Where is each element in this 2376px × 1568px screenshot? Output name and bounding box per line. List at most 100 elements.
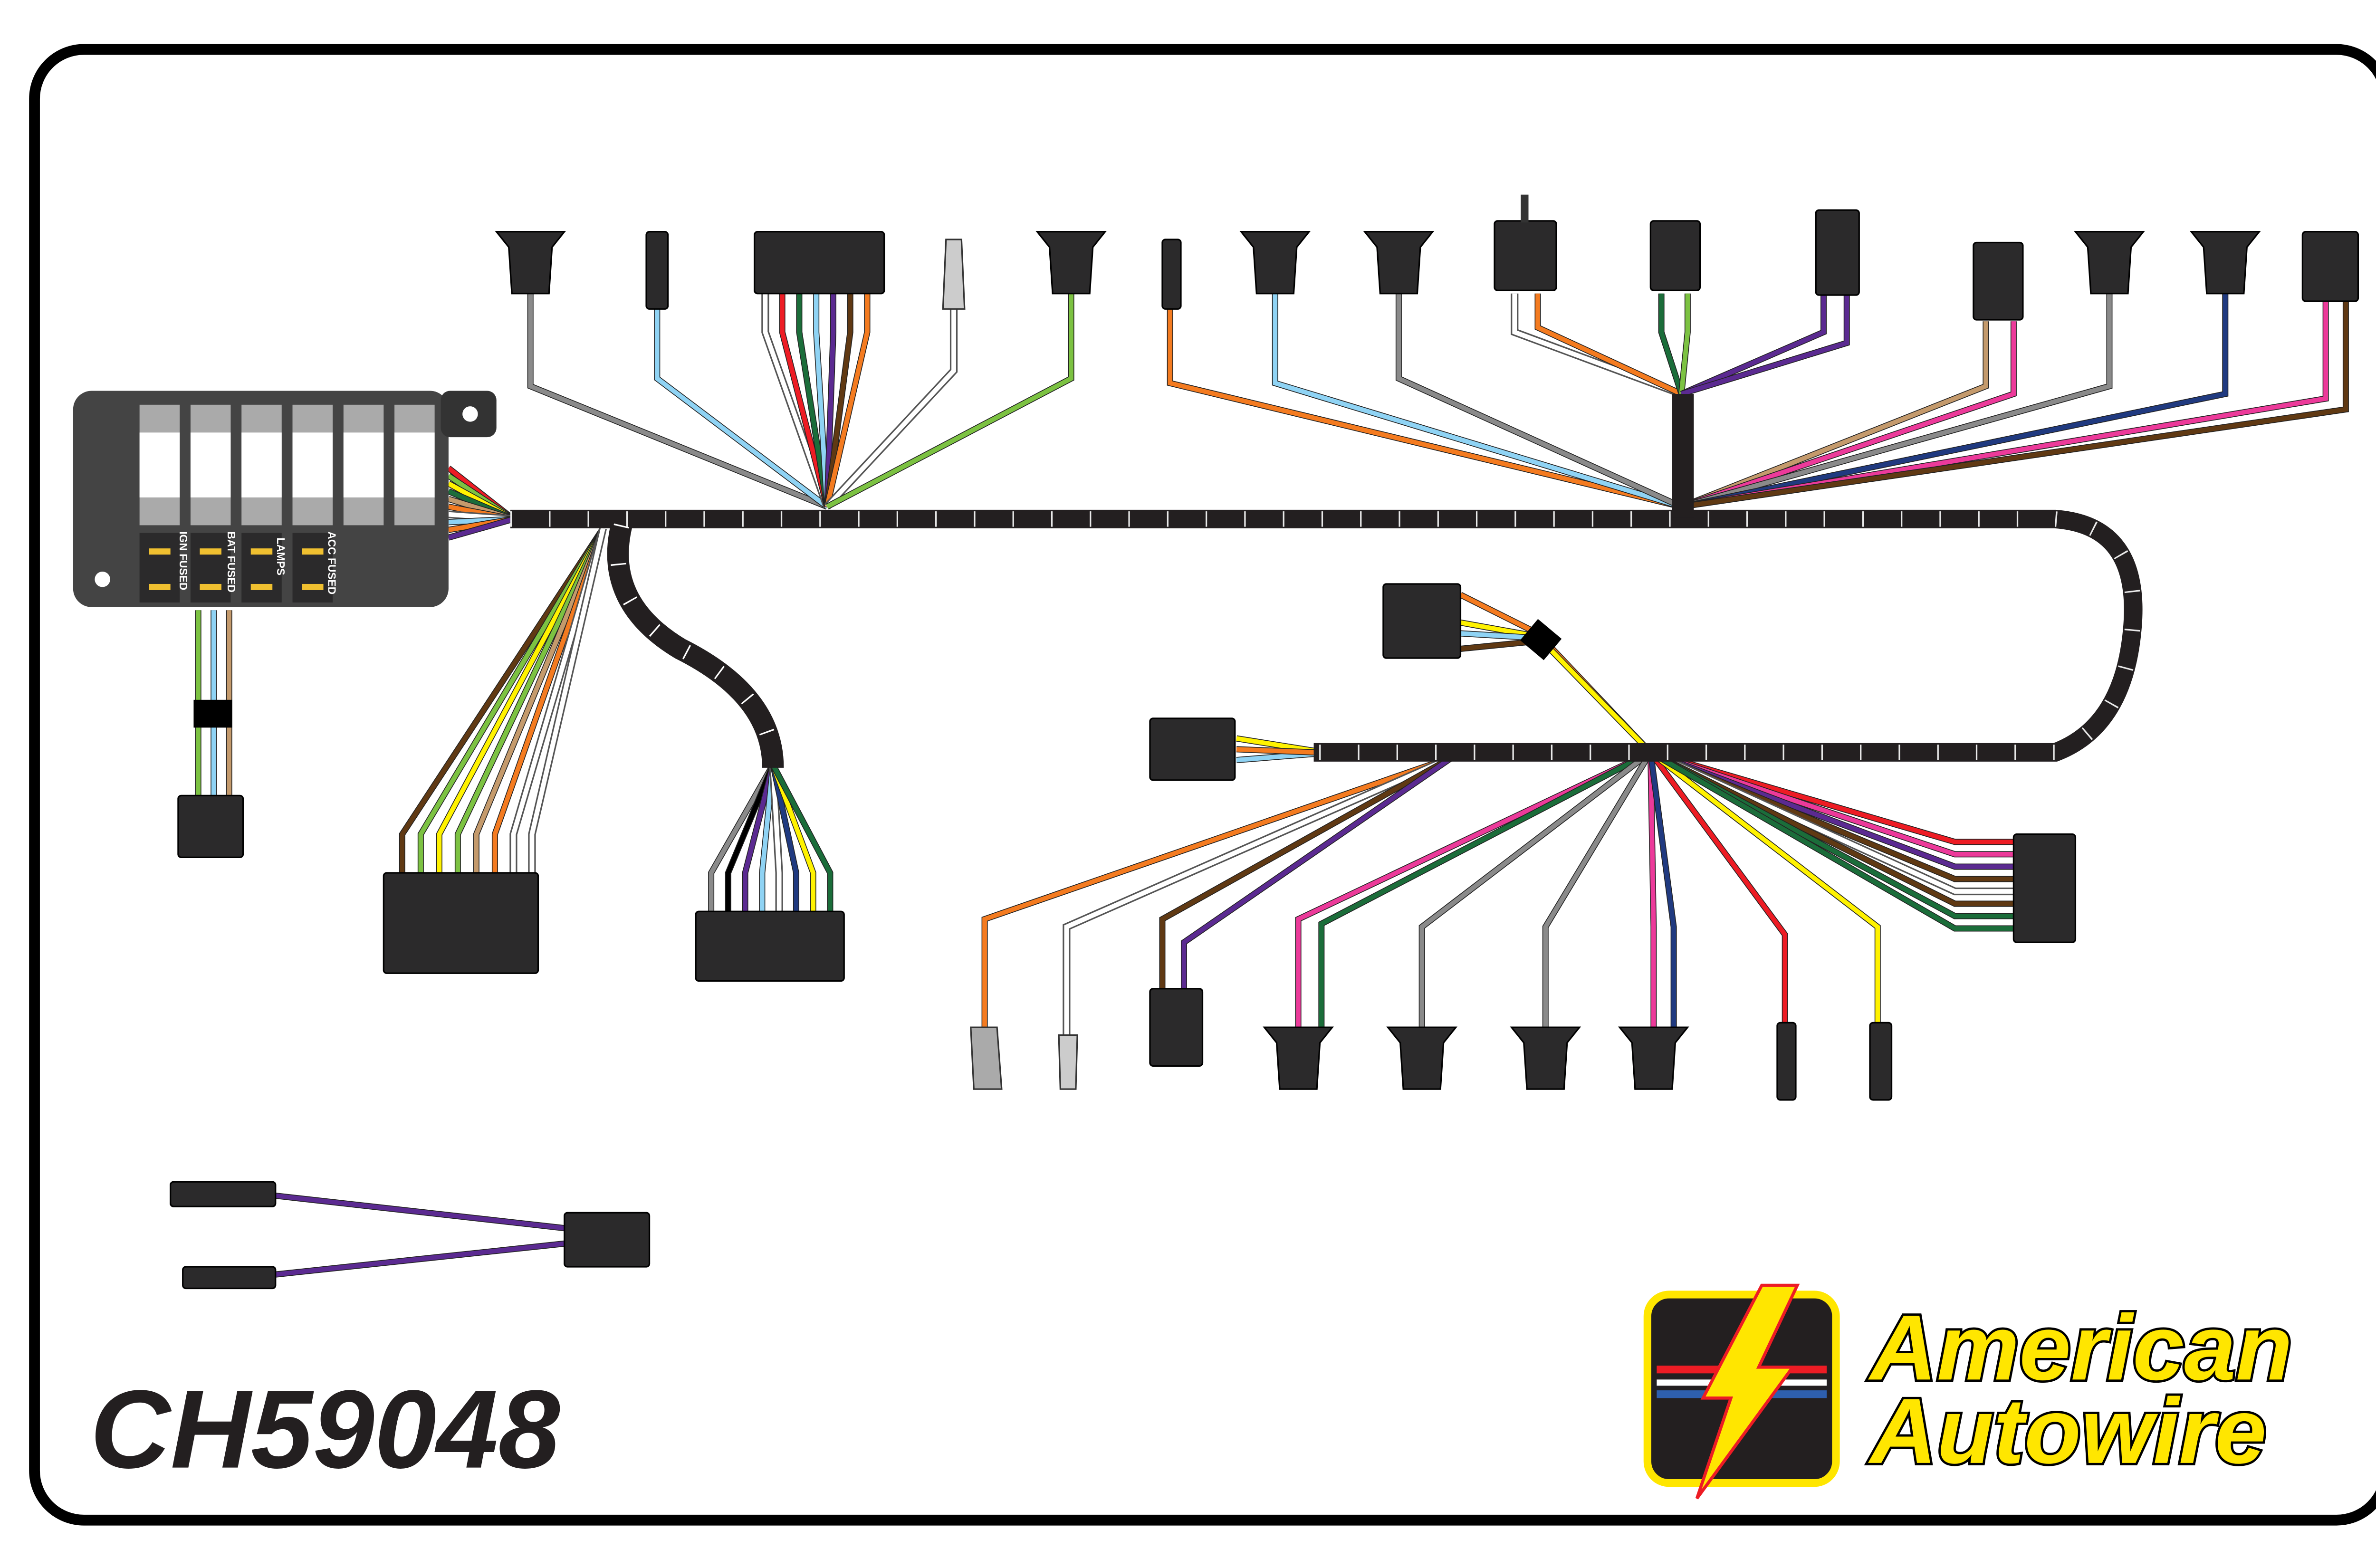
blade bbox=[250, 548, 273, 555]
bulb-socket-lower bbox=[1263, 1026, 1334, 1090]
blade bbox=[302, 583, 324, 590]
connector-multi-left bbox=[383, 872, 539, 974]
bulb-socket-lower bbox=[1386, 1026, 1458, 1090]
blade bbox=[200, 548, 221, 555]
wire-pk bbox=[1648, 752, 1656, 1028]
wire-pu bbox=[1680, 293, 1849, 396]
wire-pu bbox=[743, 764, 776, 919]
connector-fusebox-lead bbox=[177, 794, 244, 859]
wire-lg bbox=[826, 293, 1074, 509]
terminal-flat bbox=[170, 1181, 277, 1207]
wire-o bbox=[1168, 309, 1682, 509]
wire-pk bbox=[1649, 750, 2017, 857]
wire-nb bbox=[770, 764, 799, 919]
wire-g bbox=[1659, 293, 1684, 395]
wire-r bbox=[1648, 751, 1788, 1028]
wire-t bbox=[1680, 321, 1988, 509]
wire-lb bbox=[760, 764, 776, 919]
wire-w bbox=[1064, 755, 1454, 1035]
terminal-flat bbox=[182, 1266, 277, 1290]
wire-lb bbox=[814, 293, 830, 507]
connector-2way bbox=[1815, 209, 1860, 296]
wire-gr bbox=[1396, 293, 1683, 509]
part-number: CH59048 bbox=[90, 1367, 560, 1492]
wire-lb bbox=[1273, 293, 1682, 509]
blade bbox=[200, 583, 221, 590]
wire-pu bbox=[1181, 755, 1454, 989]
bulb-socket bbox=[1035, 231, 1107, 295]
wire-w bbox=[825, 309, 956, 508]
fuse-label-lamps: LAMPS bbox=[275, 537, 287, 575]
brand-line2: Autowire bbox=[1868, 1379, 2266, 1483]
wire-gr bbox=[1419, 750, 1652, 1028]
harness-trunk bbox=[193, 394, 2143, 768]
wire-w bbox=[763, 293, 830, 508]
bulb-socket bbox=[495, 231, 566, 295]
wire-lg bbox=[418, 527, 605, 881]
connector-3way bbox=[1149, 717, 1236, 781]
wire-o bbox=[1236, 746, 1314, 755]
connectors bbox=[87, 194, 2359, 1290]
fuse bbox=[190, 432, 231, 497]
wire-pu bbox=[448, 516, 514, 540]
bulb-socket bbox=[1363, 231, 1435, 295]
wire-y bbox=[437, 527, 605, 881]
wire-o bbox=[492, 527, 605, 881]
blade bbox=[149, 548, 171, 555]
brand-logo: American Autowire bbox=[1643, 1283, 2295, 1500]
connector-1way bbox=[1161, 239, 1182, 310]
wire-o bbox=[982, 755, 1454, 1028]
blade bbox=[250, 583, 273, 590]
wire-w bbox=[529, 527, 605, 881]
fuse-terminal-block bbox=[241, 533, 282, 602]
frame bbox=[29, 44, 2376, 1526]
switch-tab bbox=[1521, 194, 1529, 223]
connector-multi bbox=[754, 231, 885, 295]
wire-lb bbox=[654, 309, 829, 509]
connector-2way bbox=[1649, 220, 1701, 291]
brand-line1: American bbox=[1868, 1296, 2292, 1399]
wire-g bbox=[1319, 750, 1652, 1028]
wire-y bbox=[1649, 750, 1880, 1028]
wire-pk bbox=[1296, 750, 1652, 1028]
fuse bbox=[241, 432, 282, 497]
bulb-socket-lower bbox=[1618, 1026, 1689, 1090]
wire-gr bbox=[709, 763, 775, 919]
wire-w bbox=[770, 765, 782, 919]
wire-pk bbox=[1681, 301, 2328, 509]
terminal bbox=[1058, 1034, 1078, 1090]
fuse bbox=[394, 432, 435, 497]
bulb-socket bbox=[2189, 231, 2261, 295]
wire-br bbox=[400, 527, 605, 881]
connector-2way bbox=[2301, 231, 2359, 302]
wire-pu bbox=[275, 1241, 565, 1277]
wire-g bbox=[1649, 750, 2017, 931]
wire-g bbox=[771, 764, 833, 919]
wire-gr bbox=[1681, 293, 2112, 509]
connector-2way-purple bbox=[564, 1212, 651, 1268]
fuse-label-acc: ACC FUSED bbox=[326, 531, 338, 594]
bulb-socket bbox=[1239, 231, 1311, 295]
fuse-terminal-block bbox=[190, 533, 231, 602]
fuse-box: IGN FUSED BAT FUSED LAMPS ACC FUSED bbox=[73, 391, 497, 607]
connector-round bbox=[1382, 583, 1462, 659]
wire-gr bbox=[528, 293, 828, 509]
connector-1way bbox=[645, 231, 669, 310]
wire-pu bbox=[824, 293, 836, 507]
connector-multi-right bbox=[2012, 833, 2077, 943]
fuse-terminal-block bbox=[139, 533, 180, 602]
wire-r bbox=[780, 293, 830, 507]
fuse bbox=[343, 432, 384, 497]
blade bbox=[302, 548, 324, 555]
fuse-terminal-block bbox=[292, 533, 333, 602]
connector-1way bbox=[1869, 1022, 1893, 1101]
wire-o bbox=[1535, 293, 1683, 396]
blade bbox=[149, 583, 171, 590]
wire-lg bbox=[1679, 293, 1690, 394]
wire-pu bbox=[1680, 293, 1826, 396]
wire-g bbox=[1649, 750, 2017, 918]
wire-o bbox=[824, 293, 870, 507]
wire-w bbox=[1512, 293, 1683, 396]
terminal-hook bbox=[970, 1026, 1003, 1090]
